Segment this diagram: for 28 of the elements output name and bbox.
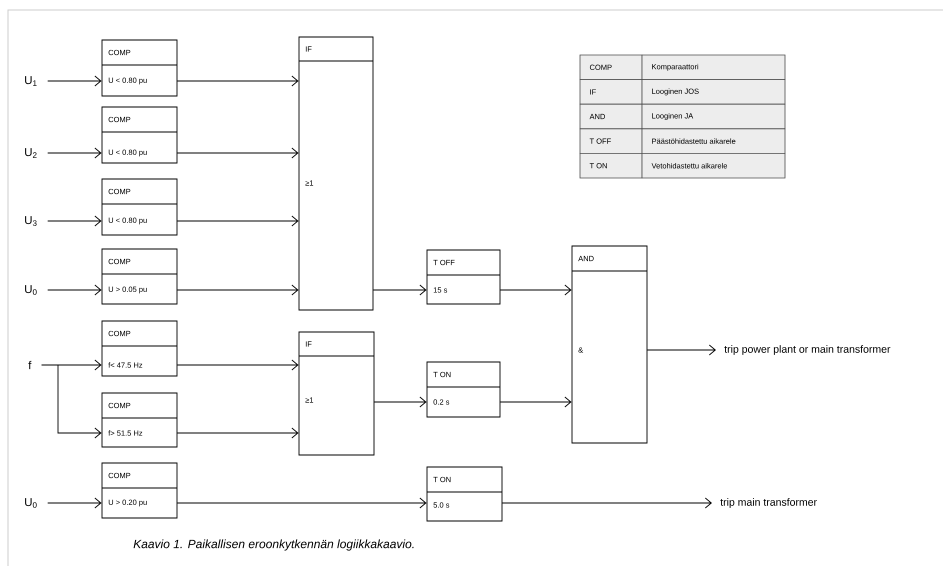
arrow [47, 498, 102, 508]
output-label: trip power plant or main transformer [724, 345, 890, 355]
arrow [177, 148, 299, 158]
input-label: f [28, 360, 32, 370]
arrow [47, 76, 102, 86]
arrow [502, 498, 712, 508]
arrow [177, 76, 299, 86]
input-label: U$_{1}$ [25, 76, 37, 86]
input-label: U$_{3}$ [25, 216, 37, 226]
input-label: U$_{2}$ [25, 148, 37, 158]
input-label: U$_{0}$ [25, 498, 37, 508]
caption: Kaavio 1. Paikallisen eroonkytkennän logiikkakaavio. [134, 539, 414, 551]
arrow [47, 148, 102, 158]
arrow [500, 284, 572, 296]
arrow [177, 360, 299, 370]
arrow [177, 428, 299, 438]
arrow [647, 344, 716, 356]
arrow [177, 216, 299, 226]
arrow [177, 498, 427, 508]
arrow [177, 284, 299, 296]
arrow [500, 396, 572, 408]
arrow [47, 216, 102, 226]
arrow [374, 396, 427, 408]
input-label: U$_{0}$ [25, 285, 37, 295]
arrow [373, 284, 427, 296]
output-label: trip main transformer [720, 498, 817, 508]
arrow [47, 284, 102, 296]
arrow [41, 364, 102, 438]
